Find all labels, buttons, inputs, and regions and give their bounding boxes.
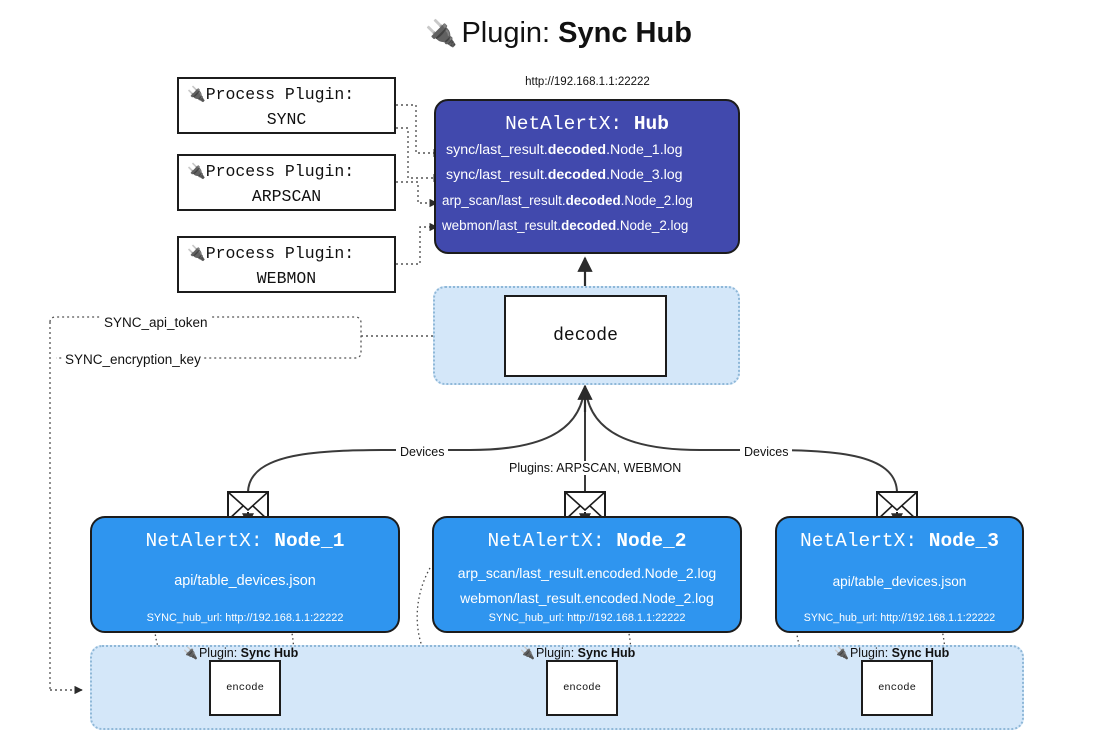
env-var-sync-api-token: SYNC_api_token <box>101 315 211 330</box>
hub-log-post: .Node_2.log <box>616 218 689 233</box>
plug-icon: 🔌 <box>834 646 849 660</box>
hub-url-label: http://192.168.1.1:22222 <box>525 76 650 88</box>
hub-log-bold: decoded <box>565 193 621 208</box>
process-plugin-box-arpscan[interactable]: 🔌Process Plugin: ARPSCAN <box>177 154 396 211</box>
hub-log-post: .Node_1.log <box>606 142 683 158</box>
process-plugin-value: WEBMON <box>256 269 317 288</box>
process-plugin-label: Process Plugin: <box>205 162 355 181</box>
node-line: api/table_devices.json <box>832 574 967 589</box>
hub-box[interactable]: NetAlertX: Hub sync/last_result.decoded.… <box>434 99 740 254</box>
node-line: arp_scan/last_result.encoded.Node_2.log <box>457 565 717 581</box>
node-title: NetAlertX: Node_3 <box>777 525 1022 557</box>
encode-box-node1[interactable]: encode <box>209 660 281 716</box>
hub-log-bold: decoded <box>547 167 607 183</box>
plug-icon: 🔌 <box>187 163 206 180</box>
process-plugin-value: SYNC <box>266 110 307 129</box>
page-title: 🔌Plugin: Sync Hub <box>0 16 1117 50</box>
hub-log-line: arp_scan/last_result.decoded.Node_2.log <box>436 188 738 213</box>
process-plugin-label: Process Plugin: <box>205 85 355 104</box>
hub-log-line: sync/last_result.decoded.Node_3.log <box>436 163 738 188</box>
node-title: NetAlertX: Node_1 <box>92 525 398 557</box>
node-title-prefix: NetAlertX: <box>145 530 263 552</box>
page-title-prefix: Plugin: <box>461 17 551 49</box>
node-footer: SYNC_hub_url: http://192.168.1.1:22222 <box>488 612 686 624</box>
node-box-node3[interactable]: NetAlertX: Node_3 api/table_devices.json… <box>775 516 1024 633</box>
node-footer: SYNC_hub_url: http://192.168.1.1:22222 <box>803 612 996 624</box>
plug-icon: 🔌 <box>520 646 535 660</box>
process-plugin-value: ARPSCAN <box>251 187 322 206</box>
plug-icon: 🔌 <box>183 646 198 660</box>
node-line: api/table_devices.json <box>174 573 316 589</box>
plugin-tag-node2: 🔌Plugin: Sync Hub <box>520 646 635 660</box>
hub-log-pre: webmon/last_result. <box>442 218 562 233</box>
process-plugin-label-row: 🔌Process Plugin: <box>179 241 394 266</box>
plug-icon: 🔌 <box>187 86 206 103</box>
plugin-tag-name: Sync Hub <box>577 646 636 660</box>
node-footer: SYNC_hub_url: http://192.168.1.1:22222 <box>146 612 344 624</box>
node-lines: api/table_devices.json <box>777 569 1022 594</box>
edge-label-plugins: Plugins: ARPSCAN, WEBMON <box>505 461 686 475</box>
node-title-prefix: NetAlertX: <box>487 530 605 552</box>
env-var-sync-encryption-key: SYNC_encryption_key <box>62 352 204 367</box>
node-title-name: Node_3 <box>928 530 999 552</box>
hub-log-pre: arp_scan/last_result. <box>442 193 566 208</box>
plugin-tag-node1: 🔌Plugin: Sync Hub <box>183 646 298 660</box>
edge-label-devices-left: Devices <box>396 445 449 459</box>
process-plugin-label: Process Plugin: <box>205 244 355 263</box>
node-title-name: Node_1 <box>274 530 345 552</box>
plugin-tag-node3: 🔌Plugin: Sync Hub <box>834 646 949 660</box>
plugin-tag-prefix: Plugin: <box>849 646 889 660</box>
hub-title-name: Hub <box>633 113 669 135</box>
node-box-node1[interactable]: NetAlertX: Node_1 api/table_devices.json… <box>90 516 400 633</box>
node-title-name: Node_2 <box>616 530 687 552</box>
process-plugin-label-row: 🔌Process Plugin: <box>179 159 394 184</box>
plugin-tag-name: Sync Hub <box>891 646 950 660</box>
hub-log-line: sync/last_result.decoded.Node_1.log <box>436 138 738 163</box>
plug-icon: 🔌 <box>187 245 206 262</box>
hub-log-pre: sync/last_result. <box>446 142 548 158</box>
node-lines: arp_scan/last_result.encoded.Node_2.log … <box>434 561 740 611</box>
node-title: NetAlertX: Node_2 <box>434 525 740 557</box>
plugin-tag-prefix: Plugin: <box>535 646 575 660</box>
node-box-node2[interactable]: NetAlertX: Node_2 arp_scan/last_result.e… <box>432 516 742 633</box>
hub-log-post: .Node_3.log <box>606 167 683 183</box>
node-lines: api/table_devices.json <box>92 569 398 594</box>
hub-log-pre: sync/last_result. <box>446 167 548 183</box>
encode-box-node2[interactable]: encode <box>546 660 618 716</box>
process-plugin-box-sync[interactable]: 🔌Process Plugin: SYNC <box>177 77 396 134</box>
hub-log-bold: decoded <box>547 142 607 158</box>
encode-box-node3[interactable]: encode <box>861 660 933 716</box>
process-plugin-label-row: 🔌Process Plugin: <box>179 82 394 107</box>
hub-title: NetAlertX: Hub <box>436 110 738 138</box>
hub-log-line: webmon/last_result.decoded.Node_2.log <box>436 213 738 238</box>
plugin-tag-name: Sync Hub <box>240 646 299 660</box>
plug-icon: 🔌 <box>425 18 458 48</box>
hub-title-prefix: NetAlertX: <box>505 113 623 135</box>
node-title-prefix: NetAlertX: <box>800 530 918 552</box>
page-title-name: Sync Hub <box>558 17 692 49</box>
hub-log-post: .Node_2.log <box>620 193 693 208</box>
decode-box[interactable]: decode <box>504 295 667 377</box>
process-plugin-box-webmon[interactable]: 🔌Process Plugin: WEBMON <box>177 236 396 293</box>
hub-log-bold: decoded <box>561 218 617 233</box>
edge-label-devices-right: Devices <box>740 445 793 459</box>
plugin-tag-prefix: Plugin: <box>198 646 238 660</box>
node-line: webmon/last_result.encoded.Node_2.log <box>460 590 714 606</box>
